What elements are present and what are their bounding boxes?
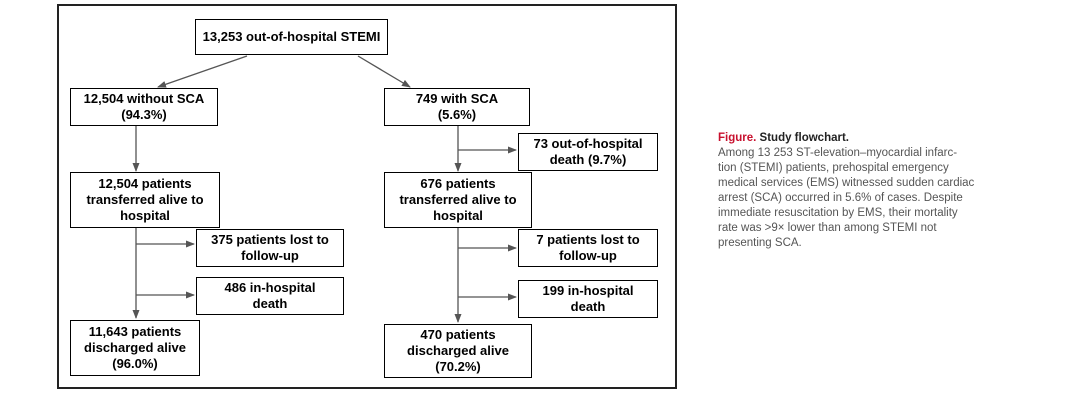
with-sca-discharged-box: 470 patients discharged alive (70.2%): [384, 324, 532, 378]
with-sca-prehospital-death-line-2: death (9.7%): [549, 152, 627, 167]
without-sca-lost-box: 375 patients lost to follow-up: [196, 229, 344, 267]
with-sca-discharged-line-2: discharged alive: [407, 343, 509, 358]
with-sca-prehospital-death-box: 73 out-of-hospital death (9.7%): [518, 133, 658, 171]
without-sca-death-line-1: 486 in-hospital: [224, 280, 316, 295]
with-sca-death-line-1: 199 in-hospital: [542, 283, 634, 298]
without-sca-lost-line-2: follow-up: [241, 248, 299, 263]
without-sca-discharged-line-2: discharged alive: [84, 340, 186, 355]
caption-line-5: immediate resuscitation by EMS, their mo…: [718, 207, 958, 219]
without-sca-discharged-line-3: (96.0%): [112, 356, 158, 371]
with-sca-lost-line-1: 7 patients lost to: [536, 232, 640, 247]
without-sca-transferred-line-2: transferred alive to: [86, 192, 204, 207]
with-sca-transferred-line-2: transferred alive to: [399, 192, 517, 207]
without-sca-discharged-line-1: 11,643 patients: [88, 324, 182, 339]
flowchart-frame: [57, 4, 677, 389]
caption-line-7: presenting SCA.: [718, 237, 802, 249]
without-sca-box: 12,504 without SCA (94.3%): [70, 88, 218, 126]
without-sca-line-2: (94.3%): [121, 107, 167, 122]
without-sca-death-line-2: death: [252, 296, 288, 311]
with-sca-discharged-line-3: (70.2%): [435, 359, 481, 374]
root-label: 13,253 out-of-hospital STEMI: [202, 29, 381, 44]
with-sca-lost-box: 7 patients lost to follow-up: [518, 229, 658, 267]
arrow-root-to-without-sca: [157, 55, 248, 88]
without-sca-transferred-line-1: 12,504 patients: [98, 176, 192, 191]
with-sca-transferred-line-3: hospital: [433, 208, 483, 223]
with-sca-line-1: 749 with SCA: [415, 91, 499, 106]
with-sca-transferred-box: 676 patients transferred alive to hospit…: [384, 172, 532, 228]
with-sca-line-2: (5.6%): [437, 107, 477, 122]
without-sca-discharged-box: 11,643 patients discharged alive (96.0%): [70, 320, 200, 376]
with-sca-lost-line-2: follow-up: [559, 248, 617, 263]
caption-line-6: rate was >9× lower than among STEMI not: [718, 222, 937, 234]
caption-heading: Figure. Study flowchart.: [718, 131, 1018, 146]
with-sca-box: 749 with SCA (5.6%): [384, 88, 530, 126]
without-sca-transferred-line-3: hospital: [120, 208, 170, 223]
without-sca-transferred-box: 12,504 patients transferred alive to hos…: [70, 172, 220, 228]
caption-line-4: arrest (SCA) occurred in 5.6% of cases. …: [718, 192, 963, 204]
caption-line-1: Among 13 253 ST-elevation–myocardial inf…: [718, 147, 958, 159]
without-sca-death-box: 486 in-hospital death: [196, 277, 344, 315]
with-sca-prehospital-death-line-1: 73 out-of-hospital: [533, 136, 643, 151]
without-sca-lost-line-1: 375 patients lost to: [211, 232, 329, 247]
without-sca-line-1: 12,504 without SCA: [83, 91, 205, 106]
with-sca-death-box: 199 in-hospital death: [518, 280, 658, 318]
figure-caption: Figure. Study flowchart. Among 13 253 ST…: [718, 131, 1018, 251]
with-sca-discharged-line-1: 470 patients: [420, 327, 496, 342]
root-box: 13,253 out-of-hospital STEMI: [195, 19, 388, 55]
with-sca-death-line-2: death: [570, 299, 606, 314]
with-sca-transferred-line-1: 676 patients: [420, 176, 496, 191]
caption-line-3: medical services (EMS) witnessed sudden …: [718, 177, 975, 189]
arrow-root-to-with-sca: [357, 55, 411, 88]
caption-title: Study flowchart.: [759, 132, 849, 144]
caption-line-2: tion (STEMI) patients, prehospital emerg…: [718, 162, 949, 174]
caption-label: Figure.: [718, 132, 757, 144]
